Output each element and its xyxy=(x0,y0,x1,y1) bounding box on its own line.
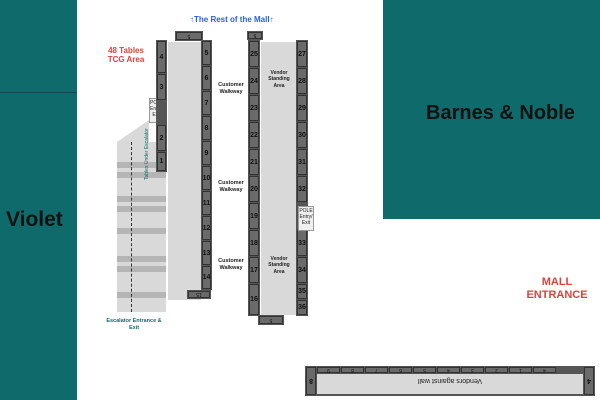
table-cell[interactable]: 34 xyxy=(297,257,307,283)
barnes-store-label: Barnes & Noble xyxy=(426,102,575,124)
table-cell[interactable]: 25 xyxy=(249,41,259,67)
table-column-a: 4 3 2 1 xyxy=(156,40,167,172)
table-cell[interactable]: 4 xyxy=(533,367,556,373)
table-cell[interactable]: 5 xyxy=(259,316,283,324)
table-cell[interactable]: 15 xyxy=(188,291,210,298)
table-cell[interactable]: 3 xyxy=(461,367,484,373)
table-cell[interactable]: 28 xyxy=(297,68,307,94)
table-cell[interactable]: 18 xyxy=(249,230,259,256)
table-cell[interactable]: 8 xyxy=(341,367,364,373)
table-cell[interactable]: 21 xyxy=(249,149,259,175)
escalator-top-shadow xyxy=(117,120,149,142)
wall-top-cells: 9 8 7 6 5 4 3 2 1 4 xyxy=(317,366,583,374)
table-cell[interactable]: 7 xyxy=(202,91,211,115)
table-cell[interactable]: 5 xyxy=(202,41,211,65)
vendors-against-wall-label: Vendors against wall xyxy=(417,377,483,384)
table-cell[interactable]: 4 xyxy=(157,41,166,73)
table-cell[interactable]: 36 xyxy=(297,300,307,315)
violet-store-label: Violet xyxy=(6,208,63,231)
wall-table-row: Vendors against wall 9 8 7 6 5 4 3 2 1 4… xyxy=(305,366,595,396)
wall-right-cell: 4 xyxy=(583,366,595,396)
table-cell[interactable]: 17 xyxy=(249,257,259,283)
table-cell[interactable]: 19 xyxy=(249,203,259,229)
tables-under-escalator-label: Tables Under Escalator xyxy=(144,128,150,180)
table-cell[interactable]: 4 xyxy=(584,367,594,395)
pole-right: POLE Entry/ Exit xyxy=(298,206,314,231)
vendor-standing-area-label-1: Vendor Standing Area xyxy=(268,70,290,89)
table-cell[interactable]: 2 xyxy=(157,125,166,151)
table-cell[interactable]: 29 xyxy=(297,95,307,121)
table-cell[interactable]: 24 xyxy=(249,68,259,94)
table-cell[interactable]: 16 xyxy=(249,284,259,315)
table-column-b: 5 6 7 8 9 10 11 12 13 14 xyxy=(201,40,212,290)
table-cell[interactable]: 33 xyxy=(297,230,307,256)
table-top-a: 5 xyxy=(175,31,203,41)
table-cell[interactable]: 27 xyxy=(297,41,307,67)
table-cell[interactable]: 32 xyxy=(297,176,307,202)
violet-divider xyxy=(0,92,77,93)
table-cell[interactable]: 11 xyxy=(202,191,211,215)
table-cell[interactable]: 9 xyxy=(202,141,211,165)
table-cell[interactable]: 1 xyxy=(509,367,532,373)
table-cell[interactable]: 35 xyxy=(297,284,307,299)
table-cell[interactable]: 22 xyxy=(249,122,259,148)
table-cell[interactable]: 1 xyxy=(157,152,166,171)
table-cell[interactable]: 9 xyxy=(317,367,340,373)
table-cell[interactable]: 5 xyxy=(248,32,262,39)
table-cell[interactable]: 2 xyxy=(485,367,508,373)
rest-of-mall-label: ↑The Rest of the Mall↑ xyxy=(190,15,274,24)
customer-walkway-label-3: Customer Walkway xyxy=(218,258,244,271)
table-bottom-b: 15 xyxy=(187,290,211,299)
arrow-up-icon: ↑ xyxy=(190,15,194,24)
table-cell[interactable]: 6 xyxy=(202,66,211,90)
table-cell[interactable]: 8 xyxy=(202,116,211,140)
table-cell[interactable]: 3 xyxy=(157,74,166,100)
table-top-c: 5 xyxy=(247,31,263,40)
table-cell[interactable]: 8 xyxy=(306,367,316,395)
table-cell[interactable]: 5 xyxy=(176,32,202,40)
escalator-center-line xyxy=(131,142,132,312)
table-cell[interactable]: 30 xyxy=(297,122,307,148)
table-column-d: 27 28 29 30 31 32 33 34 35 36 xyxy=(296,40,308,316)
arrow-up-icon: ↑ xyxy=(269,15,274,24)
customer-walkway-label-2: Customer Walkway xyxy=(218,180,244,193)
table-cell[interactable]: 31 xyxy=(297,149,307,175)
table-cell[interactable]: 23 xyxy=(249,95,259,121)
violet-store-block xyxy=(0,0,77,400)
escalator-entrance-label: Escalator Entrance & Exit xyxy=(106,318,162,331)
table-cell[interactable]: 20 xyxy=(249,176,259,202)
barnes-store-block xyxy=(383,0,600,219)
table-cell[interactable]: 10 xyxy=(202,166,211,190)
table-cell[interactable]: 14 xyxy=(202,266,211,289)
customer-walkway-label-1: Customer Walkway xyxy=(218,82,244,95)
tcg-area-label: 48 Tables TCG Area xyxy=(107,46,145,65)
vendor-standing-area-label-2: Vendor Standing Area xyxy=(268,256,290,275)
aisle-a xyxy=(168,42,201,300)
table-column-c: 25 24 23 22 21 20 19 18 17 16 xyxy=(248,40,260,316)
table-bottom-cd: 5 xyxy=(258,315,284,325)
mall-entrance-label: MALL ENTRANCE xyxy=(526,276,588,301)
table-cell[interactable]: 13 xyxy=(202,241,211,265)
table-cell[interactable]: 5 xyxy=(413,367,436,373)
table-cell[interactable]: 4 xyxy=(437,367,460,373)
table-cell[interactable]: 6 xyxy=(389,367,412,373)
wall-left-cell: 8 xyxy=(305,366,317,396)
table-cell[interactable]: 7 xyxy=(365,367,388,373)
wall-vendor-area xyxy=(317,374,583,394)
table-cell[interactable]: 12 xyxy=(202,216,211,240)
vendor-area xyxy=(261,42,296,315)
